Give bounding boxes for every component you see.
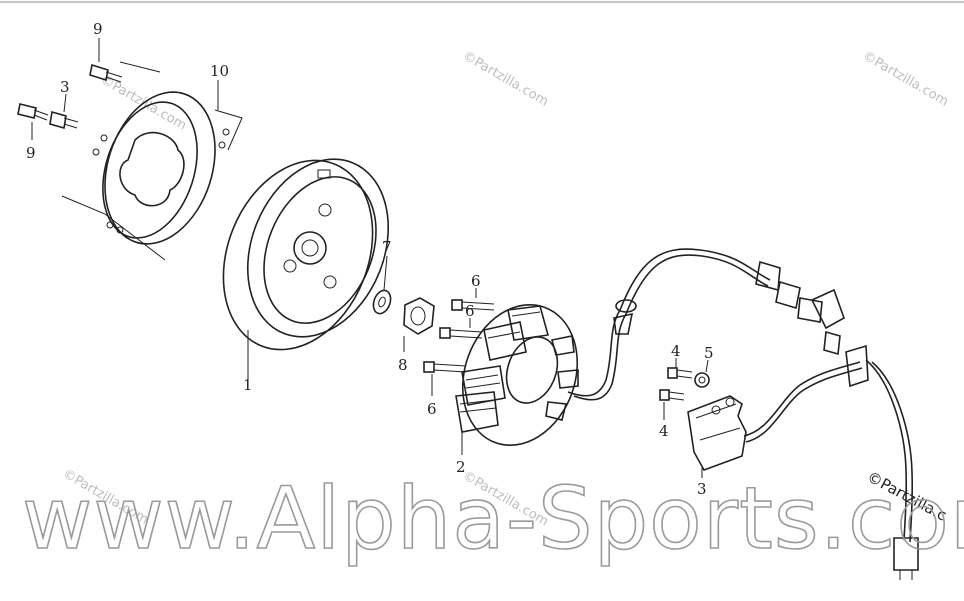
callout-4: 4	[659, 422, 669, 440]
callout-9: 9	[93, 20, 103, 38]
wiring-harness	[567, 248, 845, 401]
flywheel-rotor	[222, 158, 390, 380]
washer	[372, 289, 392, 315]
callout-6: 6	[465, 302, 475, 320]
screw-6-mid	[439, 327, 483, 339]
callout-1: 1	[243, 376, 253, 394]
callouts: 9 10 3 9 7 1 6 6 8 6 2 4 5 4 3	[26, 20, 714, 498]
leader-lines	[31, 38, 709, 420]
bolt-9-top	[89, 63, 123, 83]
bolt-4-low	[659, 389, 685, 401]
callout-5: 5	[704, 344, 714, 362]
partzilla-watermark: ©Partzilla.com	[860, 48, 951, 109]
nut	[403, 297, 435, 335]
alpha-sports-watermark: www.Alpha-Sports.com	[22, 469, 964, 569]
callout-3: 3	[697, 480, 707, 498]
bolt-3-left	[49, 110, 79, 130]
callout-4: 4	[671, 342, 681, 360]
callout-3: 3	[60, 78, 70, 96]
washer-5	[694, 372, 710, 388]
bolt-4-top	[667, 367, 693, 379]
callout-2: 2	[456, 458, 466, 476]
callout-9: 9	[26, 144, 36, 162]
callout-6: 6	[471, 272, 481, 290]
cover-plate	[61, 61, 243, 261]
callout-8: 8	[398, 356, 408, 374]
partzilla-watermark: ©Partzilla.com	[460, 48, 551, 109]
pulser-coil	[687, 344, 919, 580]
screw-6-top	[451, 299, 495, 311]
callout-10: 10	[210, 62, 229, 80]
screw-6-low	[423, 361, 467, 373]
callout-6: 6	[427, 400, 437, 418]
bolt-9-left	[17, 103, 49, 121]
callout-7: 7	[382, 238, 392, 256]
